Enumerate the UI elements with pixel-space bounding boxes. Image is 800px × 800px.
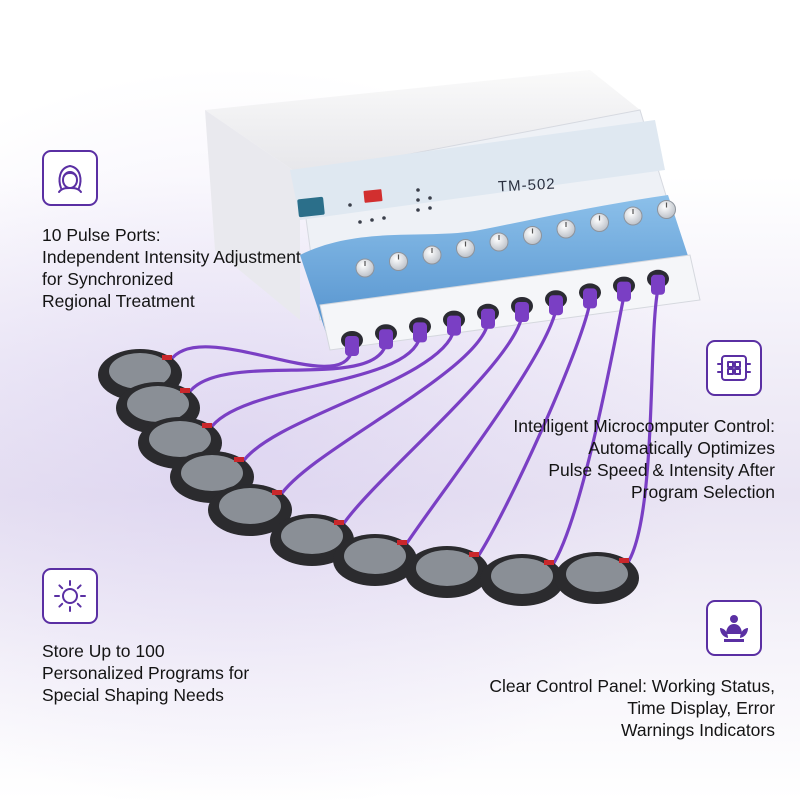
electrode-pads [98,349,639,606]
feature-1-line-2: Independent Intensity Adjustment [42,247,301,267]
electrode-cable [403,308,558,547]
feature-2-icon-box [706,340,762,396]
red-display [363,189,383,203]
pulse-port [443,310,465,336]
electrode-cable [340,315,524,527]
feature-4-line-1: Clear Control Panel: Working Status, [489,676,775,696]
electrode-pad [270,514,354,566]
intensity-knob [590,213,609,232]
electrode-cables [168,288,660,567]
intensity-knob [422,245,442,265]
feature-1-text: 10 Pulse Ports: Independent Intensity Ad… [42,224,301,312]
pulse-ports [341,269,669,356]
feature-2-line-3: Pulse Speed & Intensity After [548,460,775,480]
pulse-port [375,324,397,350]
feature-1-line-3: for Synchronized [42,269,174,289]
sun-icon [54,580,86,612]
device-model-label: TM-502 [497,175,557,196]
electrode-pad [555,552,639,604]
pulse-port [409,317,431,343]
feature-2-line-1: Intelligent Microcomputer Control: [513,416,775,436]
feature-4-line-2: Time Display, Error [627,698,775,718]
digital-display [297,196,325,218]
intensity-knob [623,206,643,226]
pulse-port [511,297,533,322]
electrode-cable [625,288,660,565]
electrode-cable [240,329,456,464]
pulse-port [613,276,635,302]
feature-1-line-1: 10 Pulse Ports: [42,225,161,245]
device-back-left [205,110,300,320]
lotus-meditation-icon [720,615,748,642]
feature-1-line-4: Regional Treatment [42,291,195,311]
indicator-leds [348,188,432,224]
feature-2-line-2: Automatically Optimizes [588,438,775,458]
pulse-port [545,290,567,316]
intensity-knob [389,252,408,271]
electrode-pad [405,546,489,598]
microcomputer-chip-icon [717,355,751,381]
feature-3-line-2: Personalized Programs for [42,663,250,683]
feature-4-text: Clear Control Panel: Working Status, Tim… [489,675,775,741]
feature-2-text: Intelligent Microcomputer Control: Autom… [513,415,775,503]
electrode-cable [168,345,354,368]
pulse-port [341,331,363,356]
feature-3-icon-box [42,568,98,624]
feature-3-line-3: Special Shaping Needs [42,685,224,705]
electrode-pad [208,484,292,536]
device-top-band [290,120,665,220]
feature-4-icon-box [706,600,762,656]
feature-3-text: Store Up to 100 Personalized Programs fo… [42,640,249,706]
feature-3-line-1: Store Up to 100 [42,641,165,661]
electrode-cable [208,335,422,430]
pulse-port [579,283,601,309]
feature-2-line-4: Program Selection [631,482,775,502]
intensity-knob [489,232,509,252]
pulse-port [647,269,669,295]
electrode-cable [550,295,626,567]
electrode-cable [475,302,592,559]
intensity-knob [456,239,475,258]
electrode-pad [333,534,417,586]
face-portrait-icon [58,165,82,193]
electrode-pad [138,417,222,469]
intensity-knob [657,200,676,219]
pulse-port [477,303,499,329]
intensity-knobs [355,200,676,278]
feature-4-line-3: Warnings Indicators [621,720,775,740]
electrode-cable [278,322,490,497]
device-top-surface [205,70,640,175]
intensity-knob [355,258,375,278]
electrode-cable [186,342,388,395]
intensity-knob [556,219,576,239]
feature-1-icon-box [42,150,98,206]
intensity-knob [523,226,542,245]
electrode-pad [480,554,564,606]
